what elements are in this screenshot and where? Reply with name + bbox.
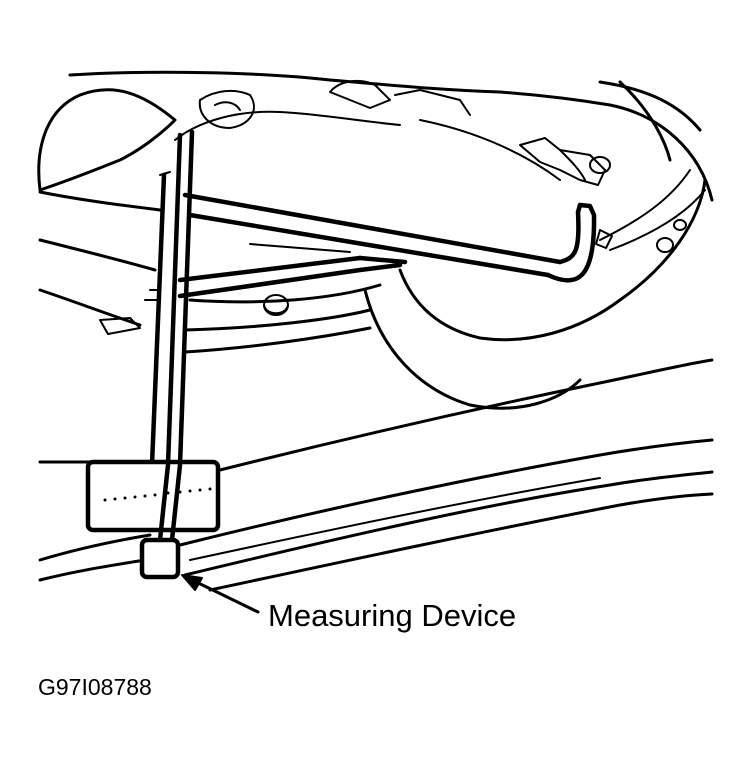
wheel <box>363 119 707 410</box>
measuring-device-label: Measuring Device <box>268 598 517 633</box>
figure-id: G97I08788 <box>38 674 152 700</box>
floor-lines <box>38 358 714 592</box>
measuring-scale <box>103 487 212 502</box>
measuring-device <box>85 129 597 580</box>
vehicle-body <box>37 70 714 354</box>
callout-arrow <box>181 574 260 614</box>
